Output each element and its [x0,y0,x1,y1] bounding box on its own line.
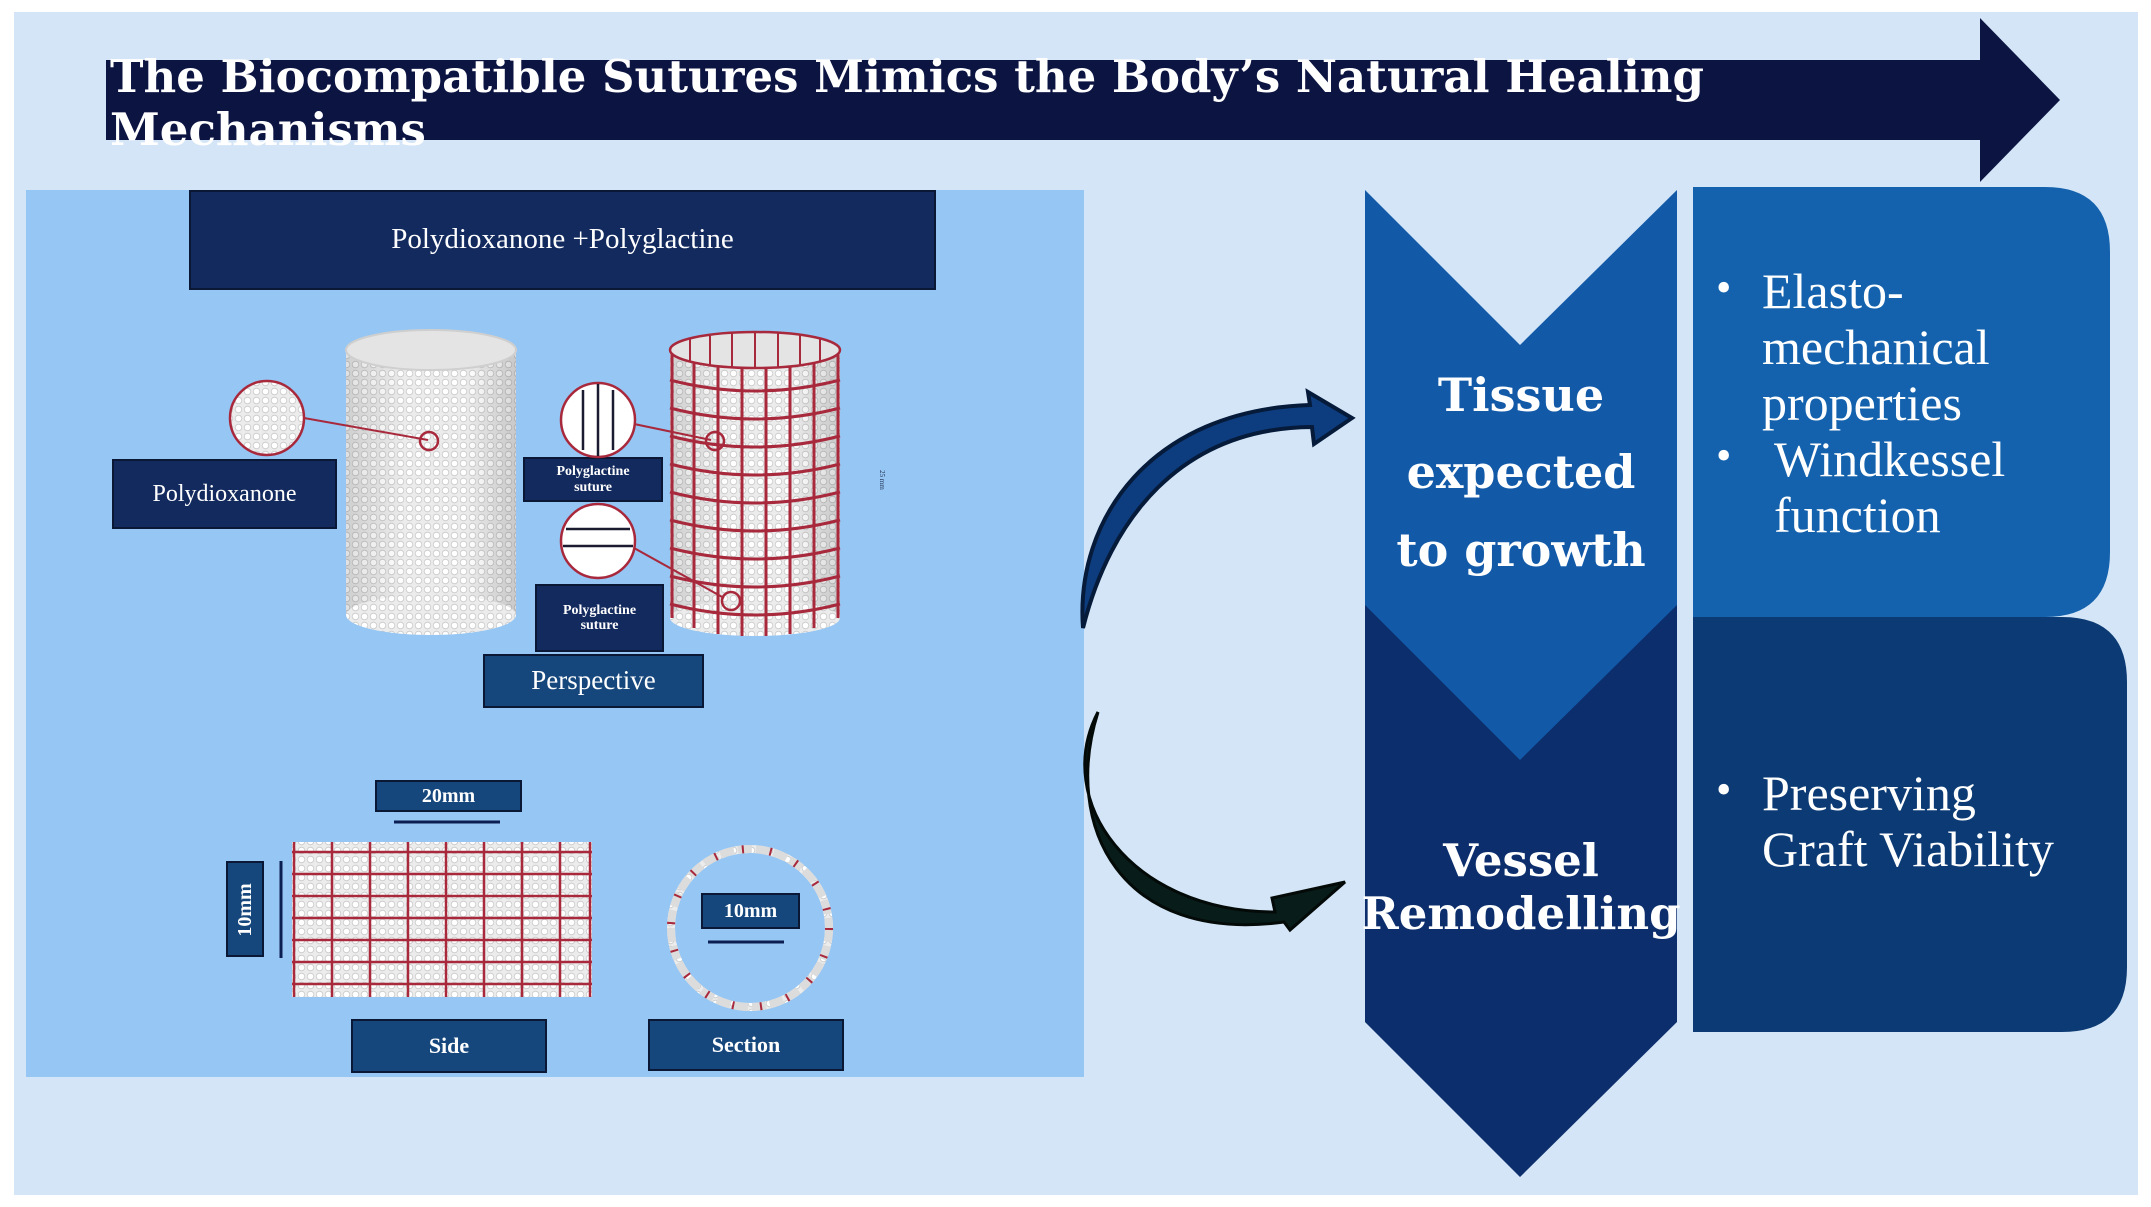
stage-remodelling-line-2: Remodelling [1361,887,1681,940]
polyglactine-suture-label-1: Polyglactine suture [556,464,630,495]
polyglactine-label-box-2 [535,584,664,652]
width-label-box [375,780,522,812]
feature-bullet: Preserving Graft Viability [1712,765,2092,877]
perspective-label: Perspective [531,665,656,696]
perspective-label-box [483,654,704,708]
side-label: Side [428,1032,470,1058]
remodelling-feature-list: Preserving Graft Viability [1712,765,2092,877]
polydioxanone-zoom-circle [228,379,440,457]
stage-remodelling-text: Vessel Remodelling [1361,832,1680,942]
polyglactine-zoom-circle-2 [559,502,742,612]
title-arrow [106,18,2060,182]
section-dim-label-box [701,893,800,929]
polydioxanone-label: Polydioxanone [152,480,297,507]
stage-remodelling-chevron [1365,605,1677,1177]
page-title: The Biocompatible Sutures Mimics the Bod… [110,50,1704,156]
stage-growth-line-1: Tissue [1437,368,1605,423]
stage-growth-line-2: expected [1406,445,1636,500]
feature-bullet: Windkessel function [1712,431,2072,543]
composite-label-box [189,190,936,290]
height-label-box [226,861,264,957]
polydioxanone-cylinder [345,329,517,635]
polydioxanone-label-box [112,459,337,529]
curved-arrow-blue-icon [1080,388,1356,629]
length-dimension-label: 25 mm [877,470,886,490]
height-label: 10mm [234,883,256,937]
stage-growth-line-3: to growth [1396,522,1646,577]
section-ring [667,845,833,1011]
polyglactine-zoom-circle-1 [559,381,726,459]
curved-arrow-dark-icon [1083,711,1346,933]
section-label-box [648,1019,844,1071]
stage-growth-text: Tissue expected to growth [1375,358,1667,588]
composite-label: Polydioxanone +Polyglactine [391,223,734,256]
side-view-mesh [292,842,592,997]
polyglactine-label-box-1 [523,457,663,502]
feature-bullet: Elasto-mechanical properties [1712,263,2072,431]
width-label: 20mm [421,785,476,807]
mesh-cylinder [668,330,842,636]
polyglactine-suture-label-2: Polyglactine suture [562,602,637,633]
section-dimension-label: 10mm [723,900,778,922]
side-label-box [351,1019,547,1073]
stage-remodelling-line-1: Vessel [1443,833,1599,887]
section-label: Section [711,1031,781,1057]
growth-feature-list: Elasto-mechanical properties Windkessel … [1712,263,2072,543]
